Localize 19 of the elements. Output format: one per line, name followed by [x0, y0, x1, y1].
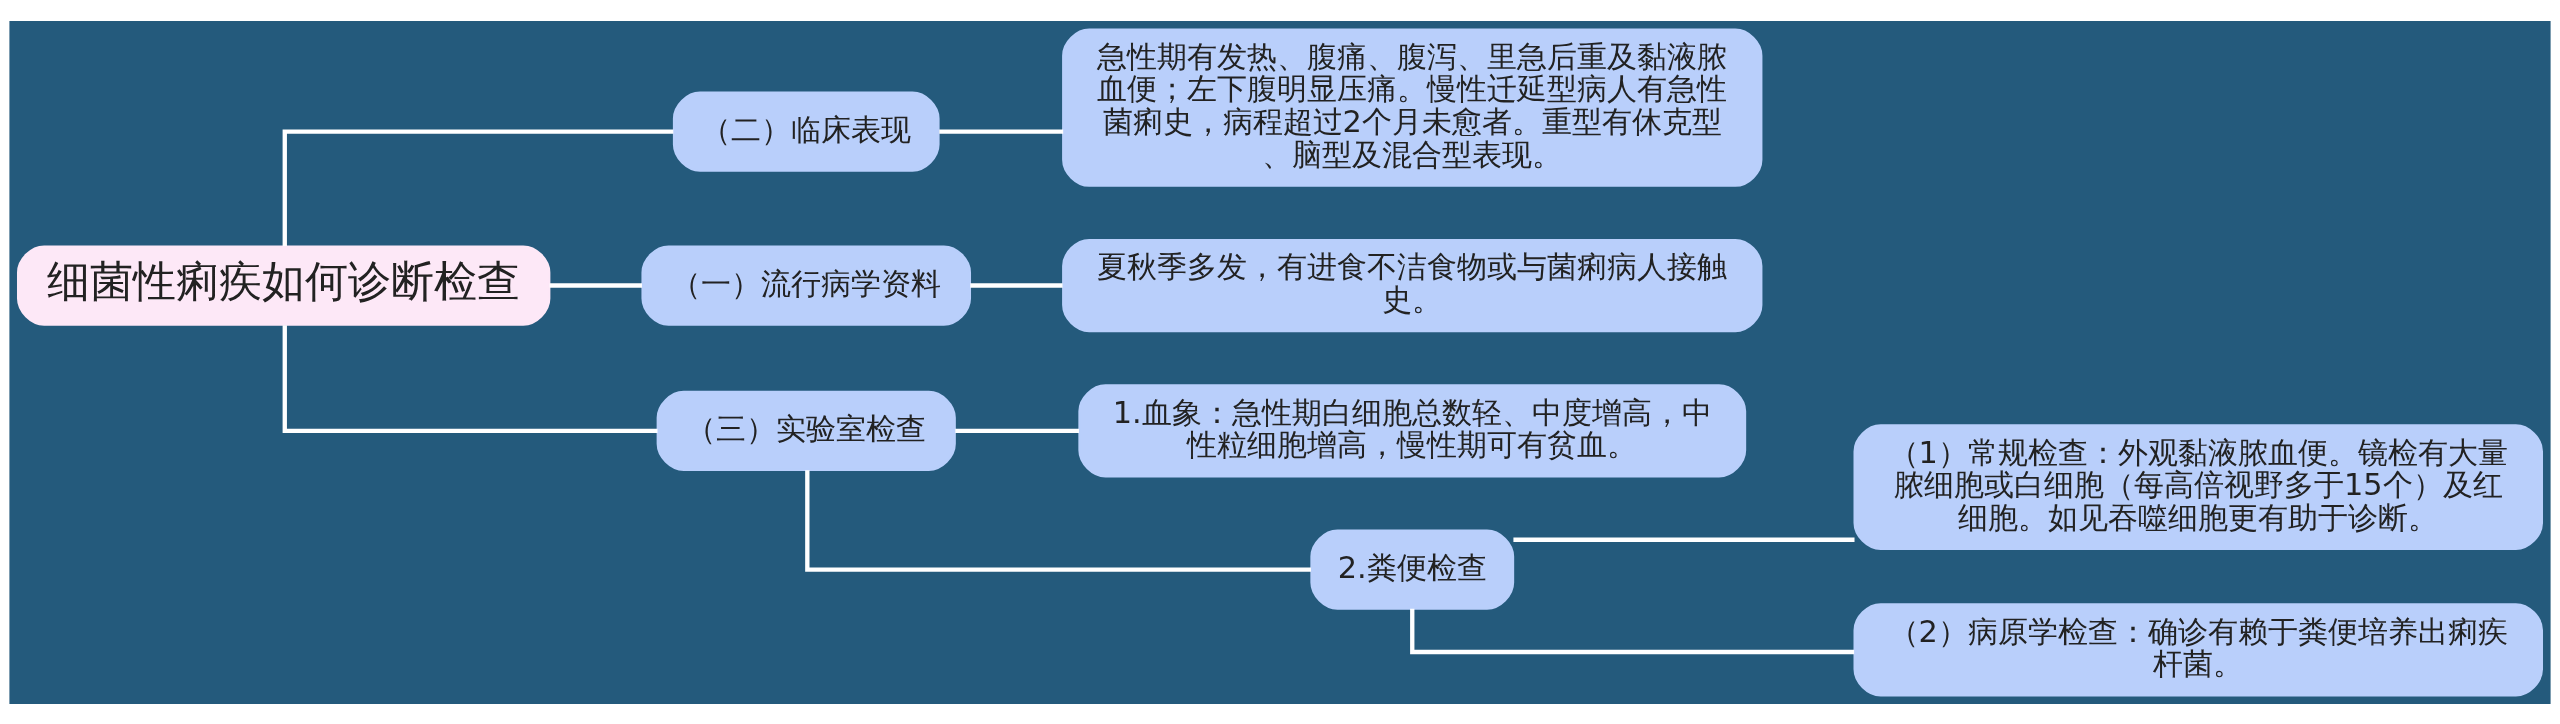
node-box: （2）病原学检查：确诊有赖于粪便培养出痢疾杆菌。 — [1853, 602, 2543, 696]
connector — [282, 128, 674, 246]
connector — [970, 282, 1063, 288]
node-box: 2.粪便检查 — [1310, 528, 1515, 610]
connector — [805, 469, 1311, 572]
node-box: （三）实验室检查 — [656, 390, 956, 471]
node-box: （二）临床表现 — [672, 90, 940, 172]
connector — [955, 428, 1079, 433]
connector — [282, 324, 658, 433]
connector — [1410, 608, 1855, 654]
node-box: （1）常规检查：外观黏液脓血便。镜检有大量脓细胞或白细胞（每高倍视野多于15个）及红细胞。如见吞噬细胞更有助于诊断。 — [1853, 423, 2543, 550]
connector — [1513, 537, 1855, 542]
node-box: 1.血象：急性期白细胞总数轻、中度增高，中性粒细胞增高，慢性期可有贫血。 — [1078, 383, 1747, 477]
connector — [939, 128, 1064, 134]
node-box: 夏秋季多发，有进食不洁食物或与菌痢病人接触史。 — [1062, 238, 1763, 332]
node-box: 急性期有发热、腹痛、腹泻、里急后重及黏液脓血便；左下腹明显压痛。慢性迁延型病人有急性菌痢史，病程超过2个月未愈者。重型有休克型、脑型及混合型表现。 — [1062, 28, 1763, 187]
connector — [549, 282, 642, 288]
node-box: （一）流行病学资料 — [641, 244, 972, 326]
node-box: 细菌性痢疾如何诊断检查 — [17, 244, 551, 326]
